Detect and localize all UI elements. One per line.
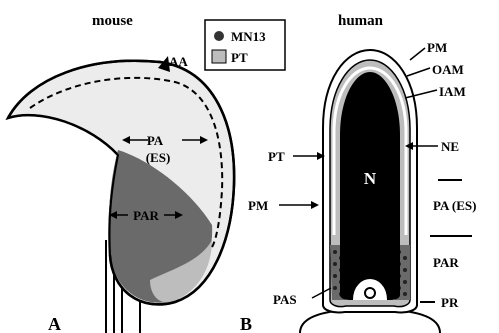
human-pm-left-arrowhead [311, 201, 319, 209]
panel-a-mouse: mouse AA PA (ES) PAR A [8, 13, 234, 333]
panel-a-letter: A [48, 314, 61, 333]
human-label-pa-es: PA (ES) [433, 198, 476, 213]
human-oam-pointer [407, 68, 430, 76]
mouse-label-pa: PA [147, 133, 164, 148]
legend-mn13-dot [214, 31, 224, 41]
mouse-label-par: PAR [133, 208, 159, 223]
panel-b-letter: B [240, 314, 252, 333]
human-title: human [338, 13, 384, 29]
mouse-title: mouse [92, 13, 133, 29]
human-label-ne: NE [441, 139, 459, 154]
human-label-pt: PT [268, 149, 285, 164]
human-centriole [365, 288, 375, 298]
human-label-pr: PR [441, 295, 459, 310]
human-pm-top-pointer [410, 48, 425, 60]
human-label-iam: IAM [439, 84, 466, 99]
human-label-par: PAR [433, 255, 459, 270]
mouse-label-es: (ES) [146, 150, 171, 165]
human-label-n: N [364, 169, 377, 188]
legend-mn13-label: MN13 [231, 29, 266, 44]
human-label-pm-top: PM [427, 40, 447, 55]
human-label-pas: PAS [273, 292, 297, 307]
legend-pt-label: PT [231, 50, 248, 65]
human-label-oam: OAM [432, 62, 464, 77]
legend-pt-square [212, 50, 226, 63]
mouse-label-aa: AA [169, 54, 188, 69]
legend: MN13 PT [205, 20, 285, 70]
human-label-pm-left: PM [248, 198, 268, 213]
